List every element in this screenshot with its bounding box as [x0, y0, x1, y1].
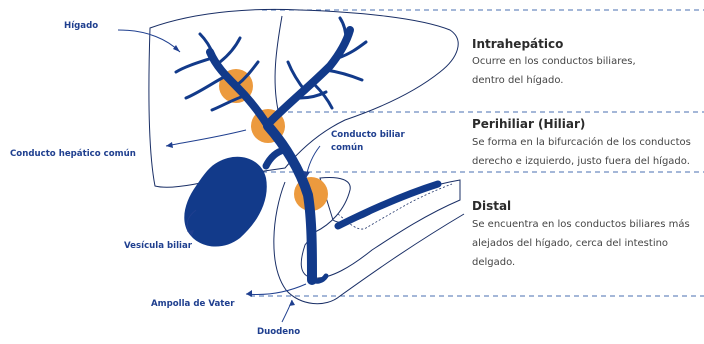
right-hepatic-branch	[270, 30, 350, 122]
cystic-duct	[266, 150, 284, 166]
label-higado: Hígado	[64, 20, 98, 32]
desc-line: dentro del hígado.	[472, 71, 636, 90]
label-ampolla-de-vater: Ampolla de Vater	[151, 298, 234, 310]
arrow-ampolla	[246, 284, 306, 295]
label-vesicula-biliar: Vesícula biliar	[124, 240, 192, 252]
label-duodeno: Duodeno	[257, 326, 300, 338]
label-conducto-biliar-comun-1: Conducto biliar	[331, 129, 405, 141]
label-conducto-hepatico-comun: Conducto hepático común	[10, 148, 136, 160]
desc-line: Ocurre en los conductos biliares,	[472, 52, 636, 71]
label-conducto-biliar-comun-2: común	[331, 142, 363, 154]
desc-line: derecho e izquierdo, justo fuera del híg…	[472, 152, 691, 171]
liver-lobe-line	[275, 16, 282, 110]
section-desc-perihiliar: Se forma en la bifurcación de los conduc…	[472, 133, 691, 171]
section-desc-distal: Se encuentra en los conductos biliares m…	[472, 215, 690, 272]
section-title-perihiliar: Perihiliar (Hiliar)	[472, 117, 585, 131]
gallbladder	[184, 157, 266, 247]
intestine-duct-tail	[338, 184, 438, 226]
section-title-intrahepatico: Intrahepático	[472, 37, 563, 51]
duodenum-inner-fold	[338, 184, 452, 229]
desc-line: Se forma en la bifurcación de los conduc…	[472, 133, 691, 152]
section-title-distal: Distal	[472, 199, 511, 213]
section-desc-intrahepatico: Ocurre en los conductos biliares, dentro…	[472, 52, 636, 90]
desc-line: Se encuentra en los conductos biliares m…	[472, 215, 690, 234]
left-hepatic-branch	[210, 52, 268, 126]
desc-line: alejados del hígado, cerca del intestino	[472, 234, 690, 253]
arrow-conducto-hepatico	[166, 130, 246, 146]
desc-line: delgado.	[472, 253, 690, 272]
